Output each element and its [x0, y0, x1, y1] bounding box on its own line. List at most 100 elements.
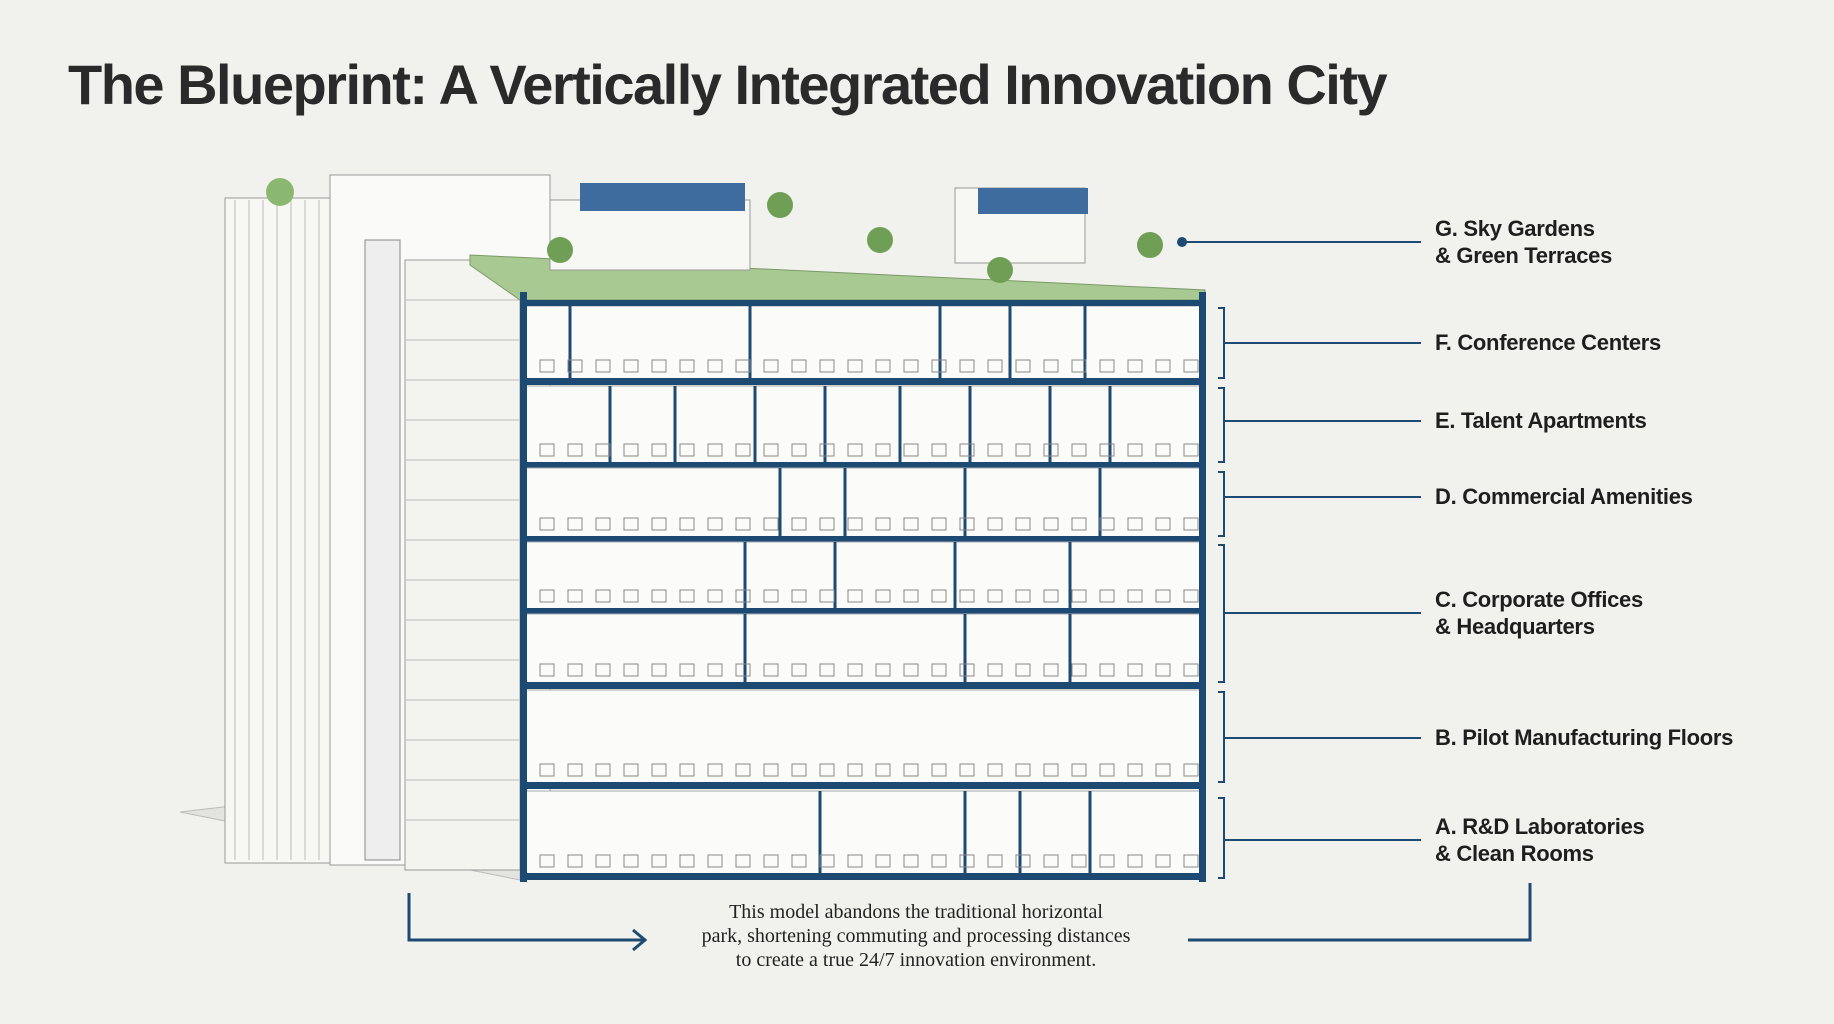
furniture: [623, 517, 639, 531]
furniture: [791, 517, 807, 531]
furniture: [1099, 443, 1115, 457]
label-talent-apartments: E. Talent Apartments: [1435, 408, 1647, 433]
furniture: [735, 663, 751, 677]
floor-slab: [520, 608, 1205, 615]
furniture: [1015, 359, 1031, 373]
floor-slab: [520, 378, 1205, 385]
furniture: [679, 589, 695, 603]
furniture: [567, 443, 583, 457]
furniture: [987, 517, 1003, 531]
furniture: [931, 359, 947, 373]
bracket: [1218, 387, 1225, 463]
furniture: [1015, 663, 1031, 677]
furniture: [623, 443, 639, 457]
furniture: [595, 854, 611, 868]
furniture: [595, 443, 611, 457]
caption-line: to create a true 24/7 innovation environ…: [735, 949, 1097, 971]
bracket: [1218, 797, 1225, 879]
furniture: [763, 359, 779, 373]
label-corporate-offices: C. Corporate Offices& Headquarters: [1435, 587, 1643, 639]
tree-icon: [987, 257, 1013, 283]
furniture: [763, 663, 779, 677]
furniture: [707, 854, 723, 868]
furniture: [1127, 589, 1143, 603]
furniture: [819, 663, 835, 677]
furniture: [595, 589, 611, 603]
furniture: [707, 517, 723, 531]
furniture: [791, 443, 807, 457]
furniture: [959, 589, 975, 603]
furniture: [567, 359, 583, 373]
furniture: [1071, 854, 1087, 868]
elevator-shaft: [364, 239, 401, 861]
furniture: [1043, 517, 1059, 531]
floor-sections: [520, 292, 1206, 882]
furniture: [1155, 589, 1171, 603]
furniture: [623, 763, 639, 777]
page-title: The Blueprint: A Vertically Integrated I…: [68, 53, 1388, 116]
furniture: [931, 443, 947, 457]
furniture: [1071, 517, 1087, 531]
furniture: [931, 663, 947, 677]
furniture: [819, 443, 835, 457]
furniture: [567, 763, 583, 777]
furniture: [959, 359, 975, 373]
flow-line-right: [1188, 883, 1532, 942]
floor-slab: [520, 682, 1205, 689]
furniture: [763, 589, 779, 603]
furniture: [1071, 443, 1087, 457]
furniture: [539, 663, 555, 677]
furniture: [1015, 854, 1031, 868]
furniture: [651, 359, 667, 373]
furniture: [987, 359, 1003, 373]
furniture: [539, 854, 555, 868]
furniture: [959, 663, 975, 677]
furniture: [847, 763, 863, 777]
solar-panel: [978, 188, 1088, 214]
furniture: [847, 517, 863, 531]
furniture: [1127, 443, 1143, 457]
furniture: [623, 359, 639, 373]
furniture: [567, 517, 583, 531]
furniture: [1043, 763, 1059, 777]
furniture: [903, 443, 919, 457]
roof-pavilion: [549, 199, 751, 271]
furniture: [679, 443, 695, 457]
furniture: [623, 854, 639, 868]
caption-line: This model abandons the traditional hori…: [729, 901, 1103, 923]
furniture: [1043, 443, 1059, 457]
furniture: [791, 663, 807, 677]
furniture: [539, 763, 555, 777]
furniture: [903, 517, 919, 531]
furniture: [1127, 517, 1143, 531]
furniture: [651, 517, 667, 531]
furniture: [1099, 854, 1115, 868]
flow-line-left: [407, 893, 643, 942]
floor-slab: [520, 462, 1205, 469]
label-commercial-amenities: D. Commercial Amenities: [1435, 484, 1693, 509]
furniture: [847, 663, 863, 677]
bracket: [1218, 544, 1225, 683]
furniture: [875, 517, 891, 531]
furniture: [1015, 589, 1031, 603]
floor-slab: [520, 782, 1205, 789]
floor-slab: [520, 873, 1205, 880]
flow-arrows: [407, 883, 1532, 952]
furniture: [931, 517, 947, 531]
furniture: [875, 443, 891, 457]
furniture: [1099, 517, 1115, 531]
furniture: [791, 854, 807, 868]
furniture: [735, 359, 751, 373]
furniture: [1183, 443, 1199, 457]
furniture: [1099, 663, 1115, 677]
furniture: [707, 359, 723, 373]
furniture: [1043, 589, 1059, 603]
furniture: [903, 854, 919, 868]
furniture: [1127, 763, 1143, 777]
furniture: [707, 589, 723, 603]
tree-icon: [767, 192, 793, 218]
furniture: [623, 589, 639, 603]
furniture: [735, 854, 751, 868]
furniture: [931, 763, 947, 777]
